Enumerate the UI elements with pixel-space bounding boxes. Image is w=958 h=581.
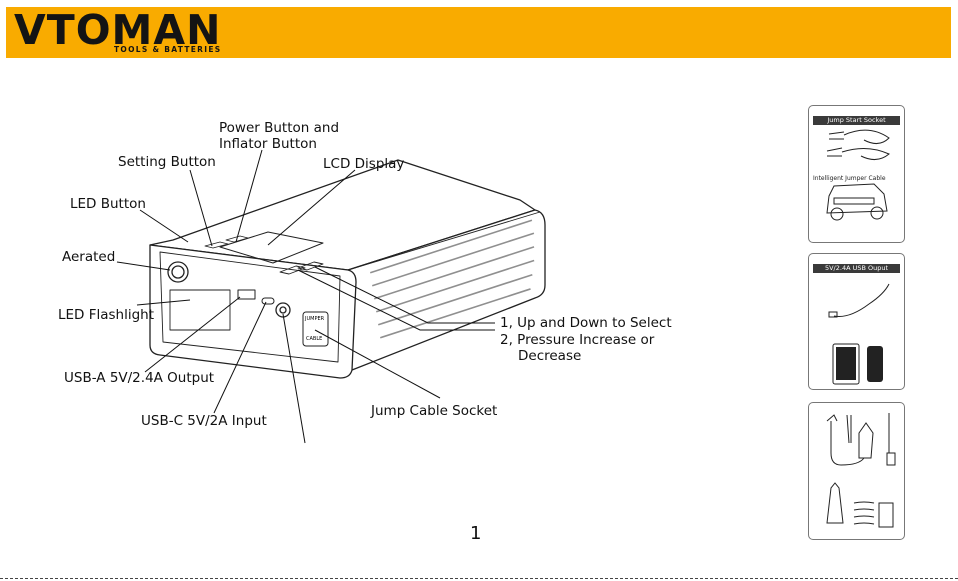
- up-down-label-3: Decrease: [518, 348, 582, 364]
- page-number: 1: [470, 523, 482, 544]
- aerated-label: Aerated: [62, 249, 116, 265]
- inflator-button-label: Inflator Button: [219, 136, 317, 152]
- led-flashlight-label: LED Flashlight: [58, 307, 155, 323]
- socket-label-bottom: CABLE: [306, 336, 322, 342]
- power-button-label: Power Button and: [219, 120, 340, 136]
- up-down-label-1: 1, Up and Down to Select: [500, 315, 672, 331]
- jump-cable-socket-label: Jump Cable Socket: [371, 403, 498, 419]
- card-accessories: [808, 402, 905, 540]
- usb-cable-tablet-phone-icon: [828, 283, 890, 385]
- card-title: 5V/2.4A USB Ouput: [813, 264, 900, 273]
- inflator-accessories-icon: [826, 413, 896, 528]
- led-button-label: LED Button: [70, 196, 146, 212]
- footer-divider: [0, 578, 958, 579]
- brand-logo: VTOMAN: [14, 6, 222, 54]
- header-banner: VTOMAN TOOLS & BATTERIES: [6, 7, 951, 58]
- jumper-cable-car-icon: [826, 129, 890, 221]
- usb-c-label: USB-C 5V/2A Input: [141, 413, 267, 429]
- up-down-label-2: 2, Pressure Increase or: [500, 332, 655, 348]
- lcd-display-label: LCD Display: [323, 156, 405, 172]
- card-jump-start: Jump Start Socket Intelligent Jumper Cab…: [808, 105, 905, 243]
- usb-a-label: USB-A 5V/2.4A Output: [64, 370, 215, 386]
- card-caption: Intelligent Jumper Cable: [813, 175, 886, 182]
- brand-tagline: TOOLS & BATTERIES: [114, 45, 222, 54]
- card-title: Jump Start Socket: [813, 116, 900, 125]
- setting-button-label: Setting Button: [118, 154, 216, 170]
- card-usb-output: 5V/2.4A USB Ouput: [808, 253, 905, 390]
- socket-label-top: JUMPER: [304, 316, 325, 322]
- leader-lines: [116, 149, 495, 444]
